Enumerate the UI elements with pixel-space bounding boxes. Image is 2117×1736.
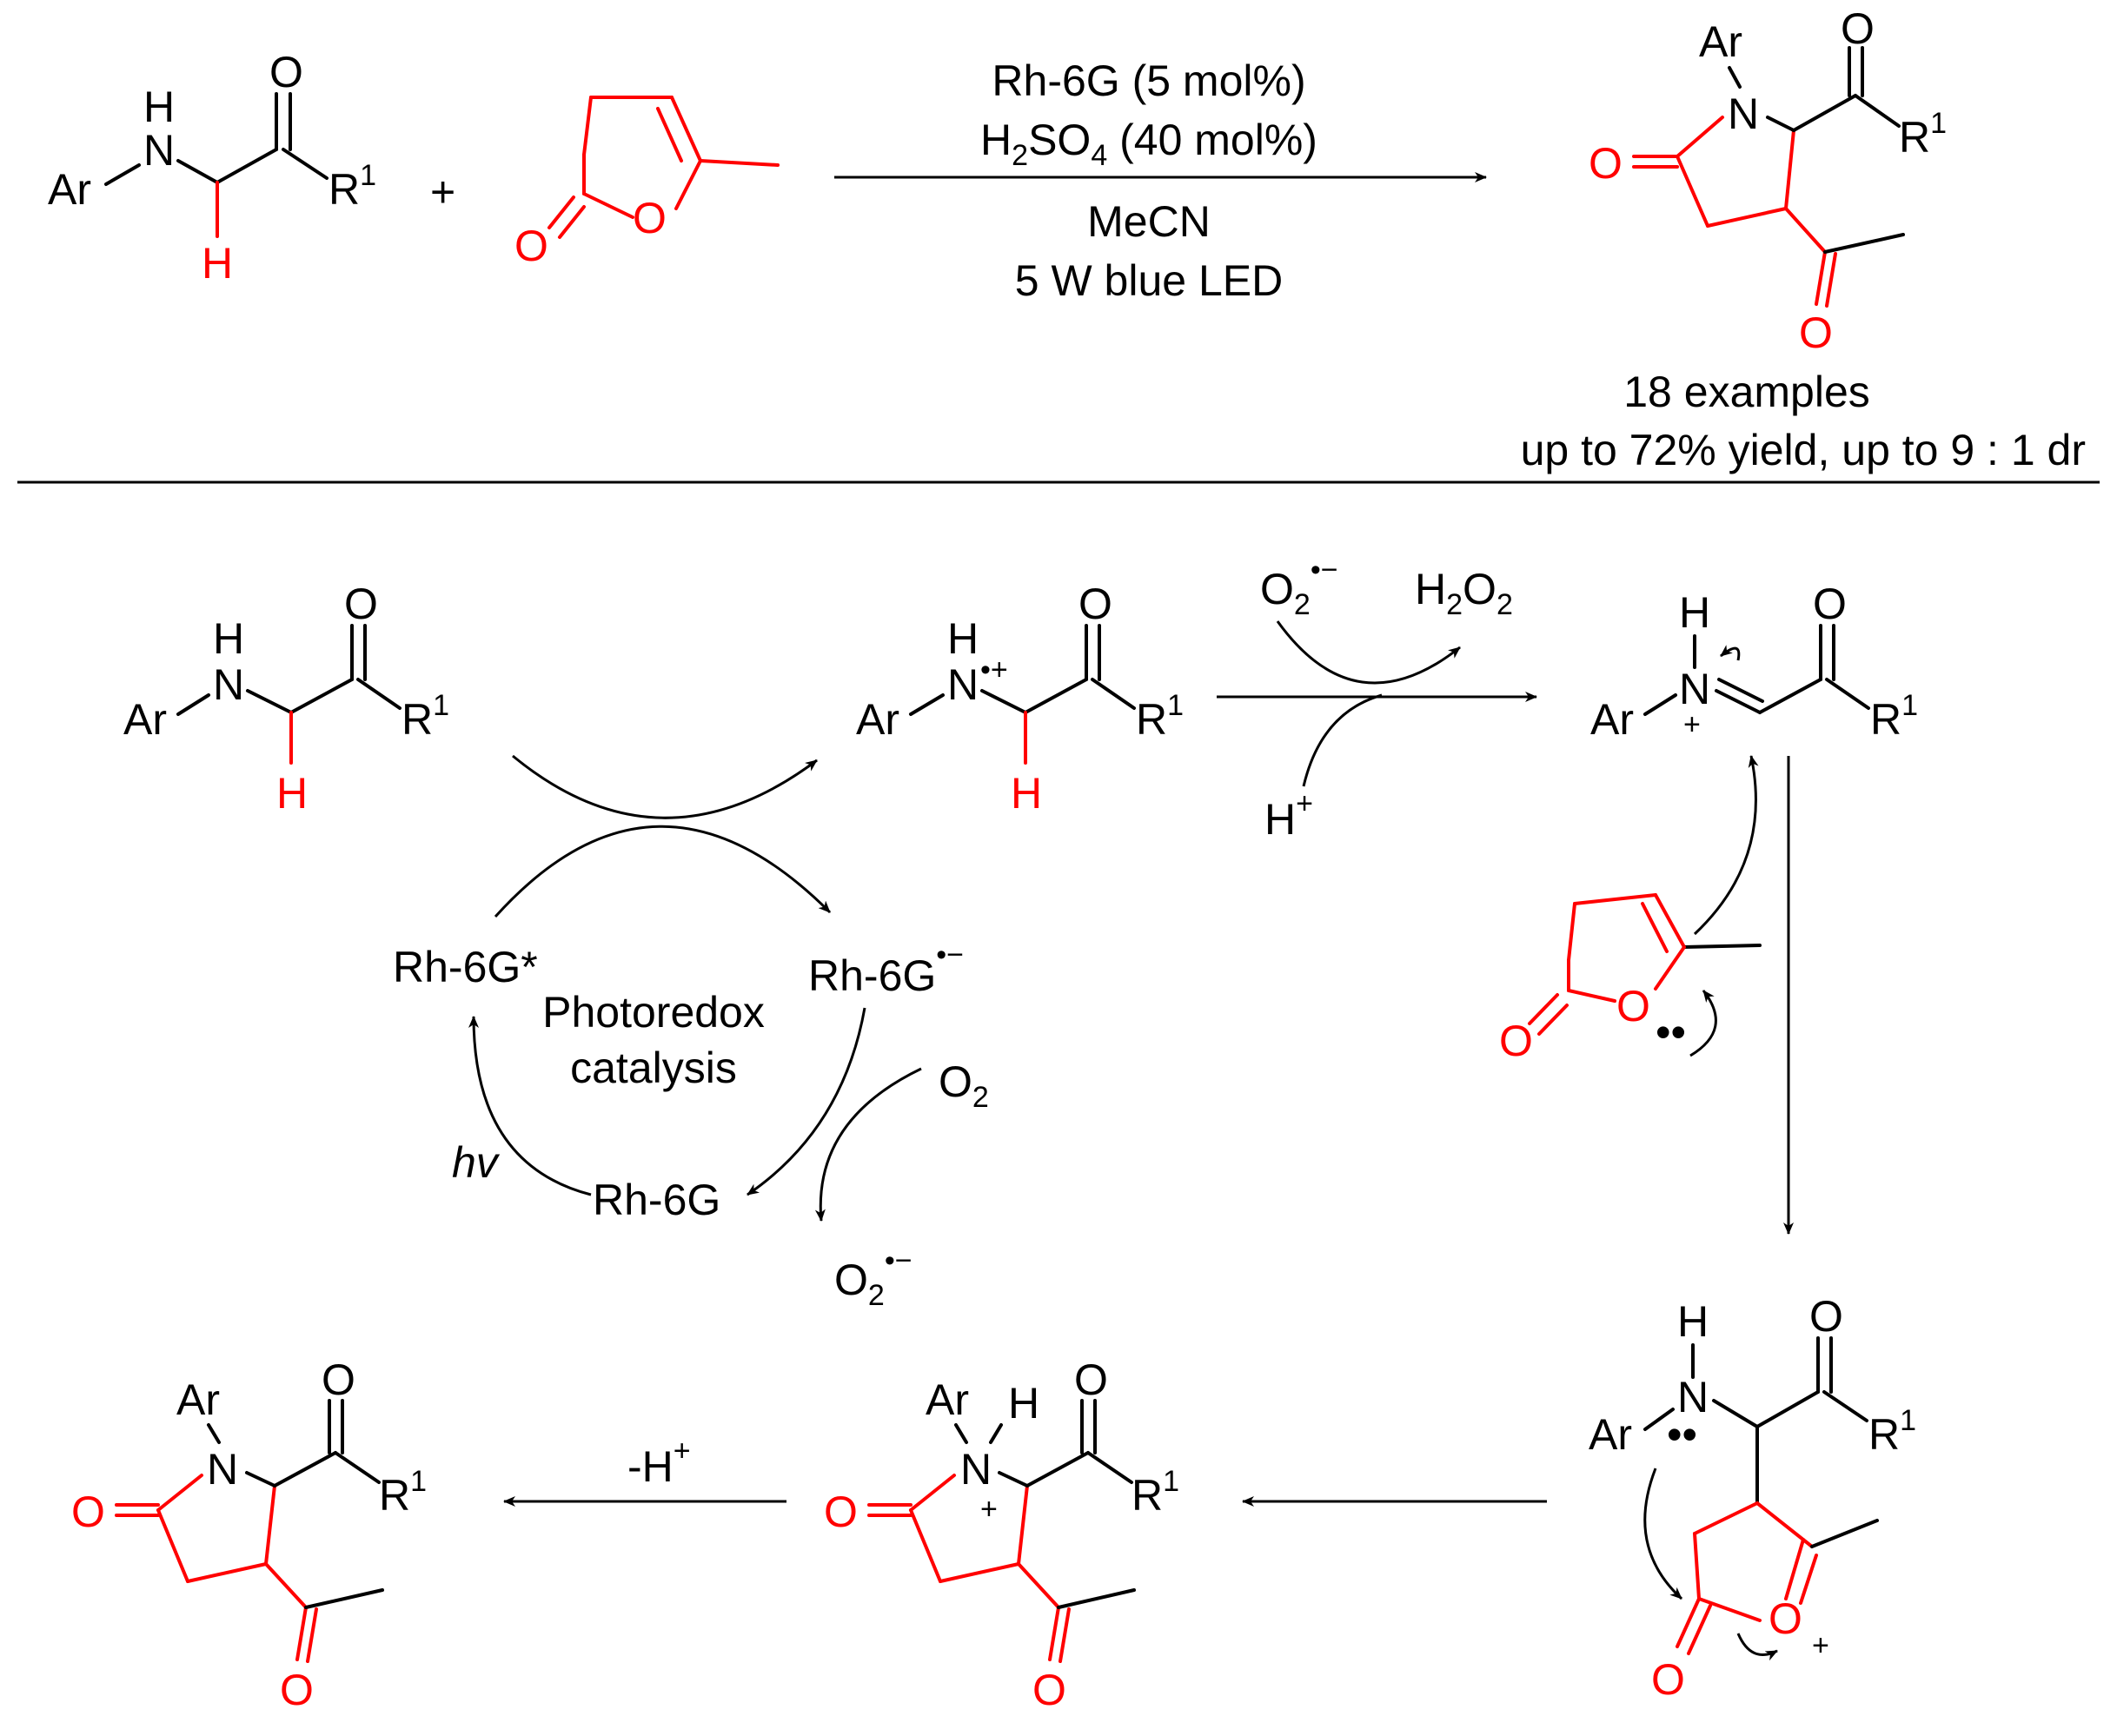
deprotonation-label: -H+ bbox=[627, 1435, 691, 1491]
atom-ar: Ar bbox=[856, 695, 899, 744]
reactant-angelica-lactone: O O bbox=[514, 96, 780, 270]
atom-n: N bbox=[1679, 665, 1710, 713]
atom-n: N bbox=[947, 660, 979, 709]
yield-dr: up to 72% yield, up to 9 : 1 dr bbox=[1521, 426, 2086, 474]
oxocarbenium-plus: + bbox=[1812, 1629, 1829, 1662]
atom-ar: Ar bbox=[1589, 1410, 1632, 1459]
nucleophilic-attack bbox=[1693, 755, 1794, 1235]
radical-cation-sign: •+ bbox=[980, 653, 1008, 686]
protonated-lactam: Ar H N + O O R1 O bbox=[824, 1355, 1179, 1714]
proton-label: H+ bbox=[1264, 787, 1313, 844]
condition-acid: H2SO4 (40 mol%) bbox=[980, 116, 1317, 172]
atom-n: N bbox=[960, 1445, 992, 1494]
catalytic-cycle: Rh-6G* Rh-6G•− Rh-6G Photoredox catalysi… bbox=[393, 754, 989, 1312]
rh6g-radical-anion: Rh-6G•− bbox=[808, 938, 964, 1000]
substrate-amine: Ar N H H O R1 bbox=[123, 580, 449, 818]
atom-r1: R1 bbox=[1899, 107, 1947, 162]
atom-r1: R1 bbox=[1136, 689, 1184, 744]
adduct-intermediate: Ar N H •• O R1 O + O bbox=[1589, 1292, 1916, 1704]
atom-o-ketone: O bbox=[322, 1355, 355, 1404]
atom-ar: Ar bbox=[48, 165, 91, 214]
rh6g-ground: Rh-6G bbox=[593, 1176, 720, 1224]
atom-h-red: H bbox=[1011, 769, 1042, 818]
atom-o-lactam: O bbox=[71, 1488, 105, 1536]
atom-o-ketone: O bbox=[1078, 580, 1112, 628]
condition-light: 5 W blue LED bbox=[1015, 256, 1283, 305]
atom-r1: R1 bbox=[379, 1465, 427, 1520]
atom-h-red: H bbox=[202, 239, 233, 288]
rh6g-excited: Rh-6G* bbox=[393, 943, 538, 991]
atom-r1: R1 bbox=[402, 689, 449, 744]
plus-sign: + bbox=[430, 168, 455, 216]
atom-o-ring: O bbox=[633, 194, 667, 242]
condition-solvent: MeCN bbox=[1087, 197, 1211, 246]
atom-ar: Ar bbox=[926, 1375, 969, 1424]
final-product: Ar N O O R1 O bbox=[71, 1355, 427, 1714]
atom-h-on-n: H bbox=[143, 83, 175, 131]
ammonium-plus: + bbox=[980, 1493, 998, 1526]
atom-o-ketone: O bbox=[1809, 1292, 1843, 1341]
product-pyrrolidinone-top: Ar N O O R1 O bbox=[1589, 4, 1947, 357]
atom-n: N bbox=[143, 126, 175, 175]
atom-ar: Ar bbox=[123, 695, 167, 744]
atom-o-carbonyl: O bbox=[1499, 1017, 1533, 1065]
atom-o-acetyl: O bbox=[280, 1666, 314, 1714]
atom-o-ketone: O bbox=[344, 580, 378, 628]
results: 18 examples up to 72% yield, up to 9 : 1… bbox=[1521, 368, 2086, 474]
hat-step: O2•− H2O2 H+ bbox=[1217, 553, 1537, 844]
iminium-ion: Ar N H + O R1 bbox=[1590, 580, 1918, 744]
atom-n: N bbox=[1728, 89, 1759, 138]
atom-o-ketone: O bbox=[1841, 4, 1875, 53]
atom-h-on-n: H bbox=[1008, 1379, 1039, 1428]
atom-ar: Ar bbox=[1699, 17, 1742, 66]
atom-o-acetyl: O bbox=[1799, 308, 1833, 357]
atom-n: N bbox=[213, 660, 244, 709]
superoxide-label: O2•− bbox=[834, 1244, 912, 1312]
atom-o-ketone: O bbox=[269, 48, 303, 96]
reaction-conditions: Rh-6G (5 mol%) H2SO4 (40 mol%) MeCN 5 W … bbox=[980, 56, 1317, 305]
atom-o-ketone: O bbox=[1813, 580, 1847, 628]
atom-n: N bbox=[1677, 1373, 1709, 1421]
atom-ar: Ar bbox=[1590, 695, 1634, 744]
atom-h-on-n: H bbox=[213, 614, 244, 663]
atom-h-on-n: H bbox=[1679, 588, 1710, 637]
atom-o-acetyl: O bbox=[1032, 1666, 1066, 1714]
atom-r1: R1 bbox=[328, 159, 376, 214]
hv-label: hv bbox=[452, 1138, 501, 1187]
lactone-nucleophile: O O •• bbox=[1499, 893, 1762, 1065]
examples-count: 18 examples bbox=[1623, 368, 1870, 416]
atom-h-on-n: H bbox=[947, 614, 979, 663]
atom-r1: R1 bbox=[1132, 1465, 1179, 1520]
atom-o-lactam: O bbox=[824, 1488, 858, 1536]
atom-n: N bbox=[207, 1445, 238, 1494]
cycle-label-line2: catalysis bbox=[570, 1044, 737, 1092]
reactant-amine: Ar N H H O R1 bbox=[48, 48, 376, 288]
atom-o-lactam: O bbox=[1589, 139, 1623, 188]
atom-o-carbonyl: O bbox=[1651, 1655, 1685, 1704]
atom-o-ring: O bbox=[1616, 982, 1650, 1030]
atom-ar: Ar bbox=[176, 1375, 220, 1424]
superoxide-label: O2•− bbox=[1260, 553, 1338, 621]
aminium-radical-cation: Ar N H •+ H O R1 bbox=[856, 580, 1184, 818]
lone-pair: •• bbox=[1656, 1008, 1686, 1057]
atom-o-oxocarbenium: O bbox=[1769, 1594, 1802, 1643]
atom-o-ketone: O bbox=[1074, 1355, 1108, 1404]
cycle-label-line1: Photoredox bbox=[542, 988, 765, 1037]
atom-o-carbonyl: O bbox=[514, 222, 548, 270]
o2-label: O2 bbox=[939, 1057, 989, 1114]
lone-pair: •• bbox=[1667, 1410, 1697, 1459]
iminium-plus: + bbox=[1683, 708, 1701, 741]
atom-r1: R1 bbox=[1868, 1404, 1916, 1459]
atom-r1: R1 bbox=[1870, 689, 1918, 744]
atom-h-red: H bbox=[276, 769, 308, 818]
bottom-arrows: -H+ bbox=[503, 1435, 1547, 1507]
atom-h-on-n: H bbox=[1677, 1297, 1709, 1346]
h2o2-label: H2O2 bbox=[1415, 565, 1513, 621]
condition-catalyst: Rh-6G (5 mol%) bbox=[992, 56, 1305, 105]
